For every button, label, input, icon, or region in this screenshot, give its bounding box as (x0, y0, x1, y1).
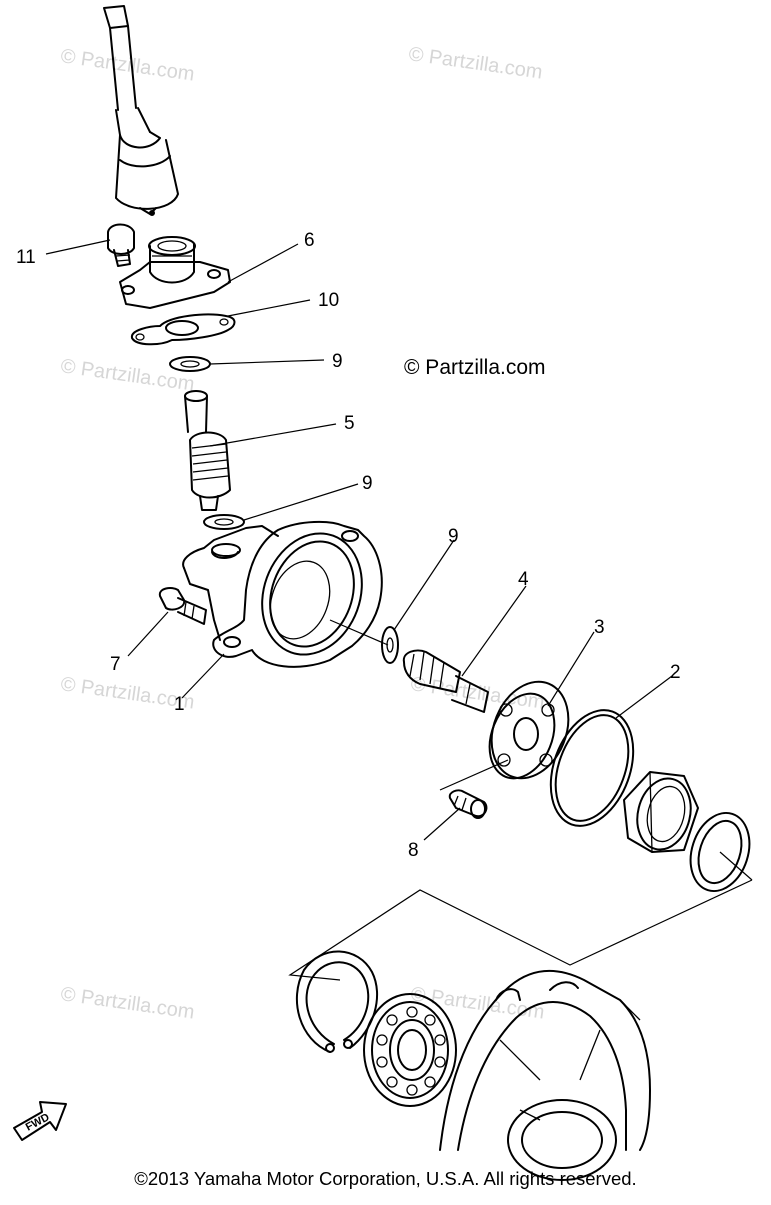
part-9-washer (169, 356, 211, 372)
callout-3: 3 (594, 617, 605, 638)
callout-10: 10 (318, 290, 339, 311)
part-9-washer (381, 626, 399, 664)
callout-4: 4 (518, 569, 529, 590)
callout-8: 8 (408, 840, 419, 861)
partzilla-stamp: © Partzilla.com (404, 356, 546, 379)
part-7-bolt (158, 587, 207, 625)
watermark: © Partzilla.com (59, 355, 196, 396)
callout-9: 9 (332, 351, 343, 372)
callout-11: 11 (16, 247, 36, 268)
part-5-driven-gear (184, 390, 231, 511)
part-8-screw (448, 789, 488, 819)
speedometer-cable (103, 5, 179, 216)
watermark: © Partzilla.com (409, 983, 546, 1024)
bearing (363, 993, 457, 1107)
circlip (295, 950, 379, 1053)
wheel-hub (439, 970, 651, 1181)
leader-lines (45, 239, 673, 841)
part-2-o-ring (549, 709, 635, 827)
callout-9: 9 (362, 473, 373, 494)
part-9-washer (203, 514, 245, 530)
hex-nut (623, 771, 699, 853)
callout-2: 2 (670, 662, 681, 683)
part-4-drive-gear (402, 649, 489, 713)
watermark: © Partzilla.com (407, 43, 544, 84)
callout-5: 5 (344, 413, 355, 434)
part-11-bolt (107, 223, 135, 267)
assembly-bracket (288, 619, 753, 981)
lock-washer (689, 811, 751, 893)
watermark: © Partzilla.com (59, 983, 196, 1024)
callout-6: 6 (304, 230, 315, 251)
watermark-layer: © Partzilla.com © Partzilla.com © Partzi… (59, 43, 546, 1024)
callout-7: 7 (110, 654, 121, 675)
watermark: © Partzilla.com (59, 45, 196, 86)
part-1-gear-housing (182, 520, 383, 668)
part-6-drive-housing (119, 236, 231, 309)
callout-9: 9 (448, 526, 459, 547)
copyright-notice: ©2013 Yamaha Motor Corporation, U.S.A. A… (134, 1168, 637, 1189)
part-10-gasket (130, 313, 236, 346)
callout-labels: 11 6 10 9 5 9 9 4 3 2 7 1 8 (16, 230, 681, 861)
callout-1: 1 (174, 694, 185, 715)
fwd-arrow-icon: FWD (13, 1101, 67, 1141)
part-3-plate (488, 680, 570, 780)
